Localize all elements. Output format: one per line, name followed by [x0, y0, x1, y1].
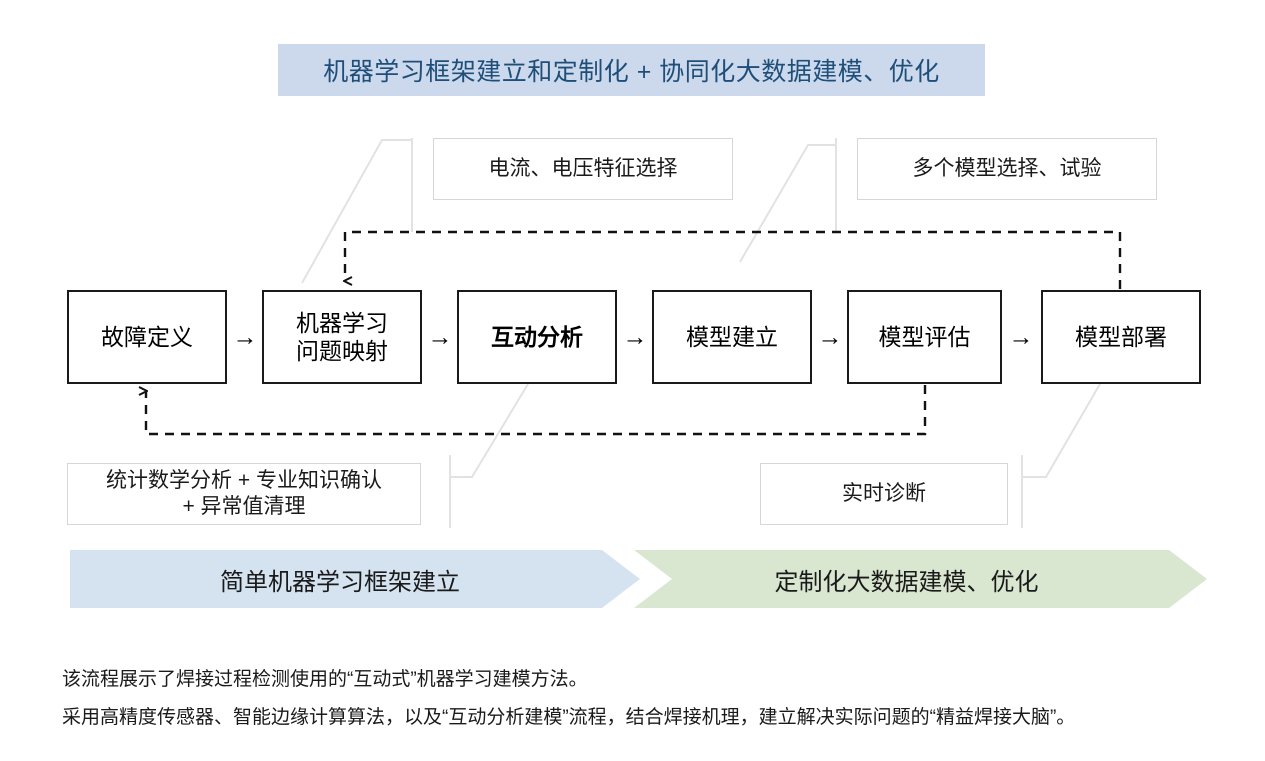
flow-step-fault-definition-label: 故障定义 — [101, 323, 193, 350]
phase-banner-custom-modeling-label: 定制化大数据建模、优化 — [774, 568, 1039, 596]
flow-arrow-icon-3: → — [618, 322, 652, 351]
callout-realtime-diagnosis: 实时诊断 — [760, 463, 1008, 525]
flow-step-model-evaluation-label: 模型评估 — [878, 323, 971, 350]
callout-model-selection: 多个模型选择、试验 — [857, 138, 1157, 200]
leader-line-bottom-left — [449, 383, 529, 528]
callout-statistical-analysis-label-2: + 异常值清理 — [182, 495, 306, 518]
flow-step-interactive-analysis-label: 互动分析 — [491, 323, 583, 350]
callout-feature-selection-label: 电流、电压特征选择 — [488, 156, 678, 180]
page-title: 机器学习框架建立和定制化 + 协同化大数据建模、优化 — [323, 58, 940, 86]
leader-line-bottom-right — [1021, 383, 1101, 528]
flow-step-problem-mapping-label-1: 机器学习 — [296, 309, 388, 336]
caption-line-2: 采用高精度传感器、智能边缘计算算法，以及“互动分析建模”流程，结合焊接机理，建立… — [62, 707, 1076, 728]
flow-arrow-icon-2: → — [423, 322, 457, 351]
flow-arrow-icon-5: → — [1004, 322, 1038, 351]
flow-step-interactive-analysis[interactable]: 互动分析 — [457, 290, 617, 384]
leader-line-top-left — [301, 138, 413, 284]
arrow-glyph: → — [232, 322, 258, 351]
leader-line-top-right — [739, 138, 837, 263]
flow-step-model-evaluation[interactable]: 模型评估 — [847, 290, 1002, 384]
callout-model-selection-label: 多个模型选择、试验 — [912, 156, 1102, 180]
flow-arrow-icon-4: → — [813, 322, 847, 351]
feedback-loop-evaluate-to-fault — [146, 385, 927, 436]
flow-step-model-deployment[interactable]: 模型部署 — [1041, 290, 1201, 384]
feedback-loop-deploy-to-mapping — [345, 230, 1122, 289]
callout-statistical-analysis: 统计数学分析 + 专业知识确认 + 异常值清理 — [67, 463, 421, 525]
arrow-glyph: → — [622, 322, 648, 351]
callout-feature-selection: 电流、电压特征选择 — [433, 138, 733, 200]
diagram-title-banner: 机器学习框架建立和定制化 + 协同化大数据建模、优化 — [278, 44, 985, 96]
flow-step-model-deployment-label: 模型部署 — [1075, 323, 1167, 350]
flow-step-model-building[interactable]: 模型建立 — [652, 290, 812, 384]
callout-realtime-diagnosis-label: 实时诊断 — [842, 481, 926, 505]
callout-statistical-analysis-label-1: 统计数学分析 + 专业知识确认 — [106, 468, 382, 492]
flow-arrow-icon-1: → — [228, 322, 262, 351]
arrow-glyph: → — [1008, 322, 1034, 351]
phase-banner-simple-framework-label: 简单机器学习框架建立 — [220, 568, 460, 596]
phase-banner-custom-modeling: 定制化大数据建模、优化 — [634, 550, 1207, 608]
arrow-glyph: → — [427, 322, 453, 351]
phase-banner-simple-framework: 简单机器学习框架建立 — [70, 550, 640, 608]
arrow-glyph: → — [817, 322, 843, 351]
flow-step-problem-mapping[interactable]: 机器学习 问题映射 — [262, 290, 422, 384]
caption-line-1: 该流程展示了焊接过程检测使用的“互动式”机器学习建模方法。 — [62, 669, 588, 690]
flow-step-fault-definition[interactable]: 故障定义 — [67, 290, 227, 384]
flow-step-model-building-label: 模型建立 — [686, 323, 778, 350]
flow-step-problem-mapping-label-2: 问题映射 — [296, 338, 388, 364]
